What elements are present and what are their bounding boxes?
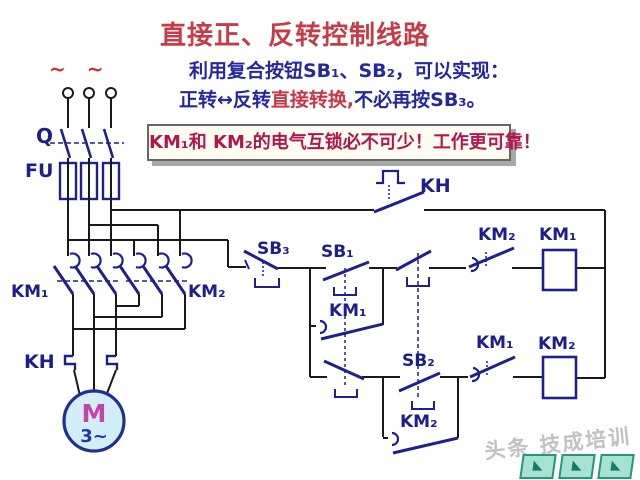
thermal-relay-kh-heaters xyxy=(63,354,119,370)
watermark-arrow-icon: ◣ xyxy=(597,454,635,479)
label-fuse: FU xyxy=(25,160,54,182)
page-title: 直接正、反转控制线路 xyxy=(159,21,430,51)
km2-coil xyxy=(541,355,578,400)
kh-nc-contact xyxy=(373,169,425,214)
disconnect-switch-q xyxy=(50,128,124,159)
subtitle-line2: 正转↔反转直接转换,不必再按SB₃。 xyxy=(179,85,486,112)
label-km2-coil: KM₂ xyxy=(538,334,576,354)
motor-letter: M xyxy=(81,399,107,428)
sb3-stop-button xyxy=(243,249,280,288)
km2-nc-interlock-contact xyxy=(468,246,515,273)
km1-nc-interlock-contact xyxy=(469,355,516,383)
watermark-arrow-icon: ◣ xyxy=(558,454,596,479)
label-km1-aux: KM₁ xyxy=(329,301,367,321)
sb1-nc-contact xyxy=(323,359,365,398)
label-sb1: SB₁ xyxy=(321,242,354,262)
supply-terminals xyxy=(62,87,117,99)
supply-wires xyxy=(67,98,112,128)
subtitle-line2-post: 不必再按SB₃。 xyxy=(354,89,486,111)
interlock-note-banner: KM₁和 KM₂的电气互锁必不可少！工作更可靠！ xyxy=(147,124,541,161)
label-sb3: SB₃ xyxy=(257,239,290,259)
km2-aux-contact xyxy=(382,377,459,455)
watermark-icons: ◣ ◣ ◣ xyxy=(519,454,635,479)
label-sb2: SB₂ xyxy=(402,351,435,371)
label-kh-heater: KH xyxy=(24,351,55,373)
control-bus-wires xyxy=(228,209,606,379)
label-km2-interlock: KM₂ xyxy=(478,225,516,245)
label-km1-interlock: KM₁ xyxy=(476,333,514,353)
label-km2-aux: KM₂ xyxy=(400,412,438,432)
km1-coil xyxy=(541,248,578,292)
ac-phase-tildes: ~ ~ xyxy=(49,57,111,81)
motor-feed-wires xyxy=(72,294,186,397)
label-q-switch: Q xyxy=(36,124,54,148)
sb2-nc-contact xyxy=(395,249,432,400)
label-km2-main: KM₂ xyxy=(188,282,226,302)
motor-symbol xyxy=(62,389,126,453)
subtitle-line1: 利用复合按钮SB₁、SB₂，可以实现： xyxy=(189,60,509,82)
label-km1-main: KM₁ xyxy=(11,282,49,302)
label-km1-coil: KM₁ xyxy=(539,225,577,245)
motor-phase-label: 3~ xyxy=(80,426,108,447)
subtitle-line2-pre: 正转↔反转 xyxy=(179,89,271,111)
km1-aux-contact xyxy=(310,268,384,341)
sb2-start-button xyxy=(398,371,441,410)
watermark-arrow-icon: ◣ xyxy=(519,454,557,479)
sb1-start-button xyxy=(322,260,370,388)
subtitle-line2-highlight: 直接转换, xyxy=(270,89,355,111)
km2-main-contacts xyxy=(118,252,193,295)
label-kh-contact: KH xyxy=(420,175,451,197)
phase-distribution-wires xyxy=(67,158,374,267)
km1-main-contacts xyxy=(52,252,124,295)
